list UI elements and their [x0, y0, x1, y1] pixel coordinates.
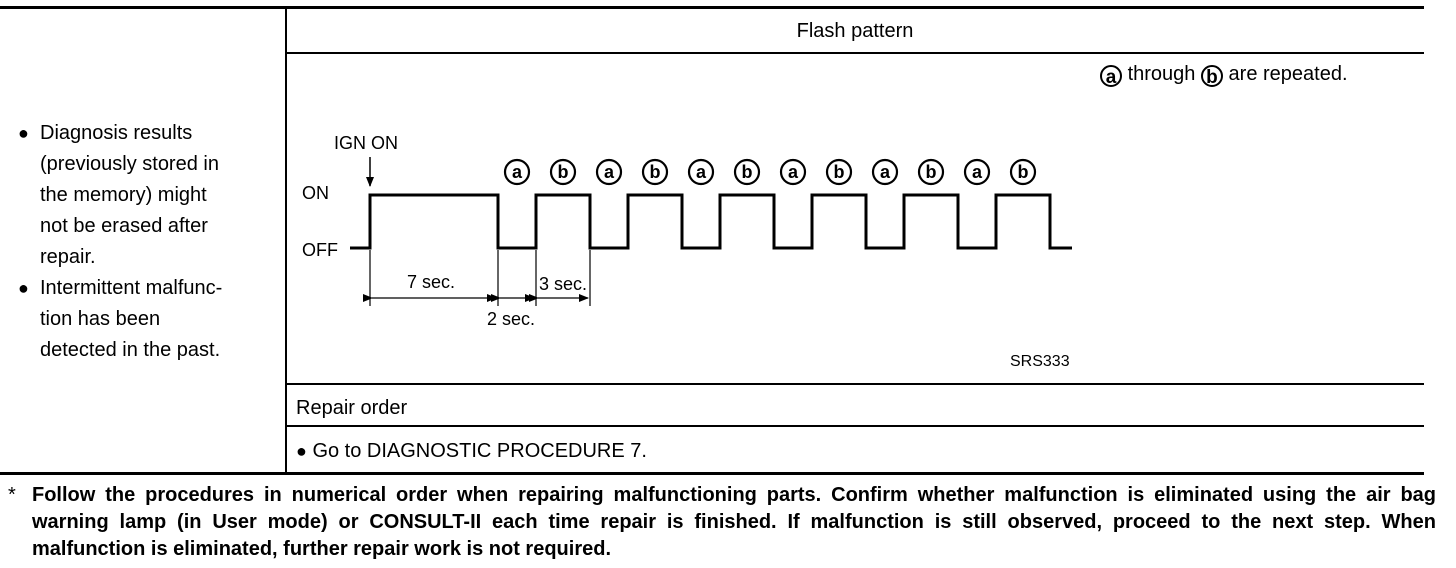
condition-list: ● Diagnosis results (previously stored i… [18, 118, 280, 366]
pulse-marker-b-icon: b [549, 158, 577, 186]
pulse-marker-a-icon: a [595, 158, 623, 186]
off-level-label: OFF [302, 240, 338, 260]
condition-text: Diagnosis results (previously stored in … [40, 122, 219, 268]
repeat-note: a through b are repeated. [1100, 59, 1348, 90]
on-level-label: ON [302, 183, 329, 203]
pulse-marker-a-icon: a [871, 158, 899, 186]
condition-item: ● Diagnosis results (previously stored i… [18, 118, 280, 273]
condition-item: ● Intermittent malfunc- tion has been de… [18, 273, 280, 366]
svg-text:b: b [742, 162, 753, 182]
svg-text:a: a [696, 162, 707, 182]
bullet-icon: ● [296, 441, 307, 461]
column-divider [285, 8, 287, 474]
flash-pattern-header: Flash pattern [796, 20, 914, 42]
repeat-tail: are repeated. [1228, 63, 1348, 85]
pulse-marker-a-icon: a [779, 158, 807, 186]
header-divider [286, 52, 1424, 54]
duration-off-label: 2 sec. [487, 309, 535, 329]
pulse-marker-b-icon: b [641, 158, 669, 186]
diagram-divider [286, 383, 1424, 385]
flash-waveform [350, 193, 1072, 250]
svg-text:b: b [650, 162, 661, 182]
pulse-marker-a-icon: a [503, 158, 531, 186]
pulse-marker-b-icon: b [825, 158, 853, 186]
duration-on-label: 3 sec. [539, 274, 587, 294]
svg-text:b: b [1018, 162, 1029, 182]
bullet-icon: ● [18, 278, 29, 298]
svg-text:a: a [604, 162, 615, 182]
pulse-marker-b-icon: b [917, 158, 945, 186]
marker-b-icon: b [1200, 65, 1223, 88]
svg-text:b: b [558, 162, 569, 182]
bullet-icon: ● [18, 123, 29, 143]
footnote-marker: * [8, 484, 16, 506]
duration-initial-label: 7 sec. [407, 272, 455, 292]
svg-text:a: a [972, 162, 983, 182]
marker-a-icon: a [1100, 65, 1122, 88]
table-top-border [0, 6, 1424, 9]
svg-text:b: b [926, 162, 937, 182]
svg-text:a: a [788, 162, 799, 182]
pulse-marker-a-icon: a [963, 158, 991, 186]
repair-instruction: ● Go to DIAGNOSTIC PROCEDURE 7. [296, 436, 647, 467]
figure-id: SRS333 [1010, 353, 1070, 370]
svg-text:b: b [834, 162, 845, 182]
pulse-marker-b-icon: b [733, 158, 761, 186]
repeat-connector: through [1127, 63, 1196, 85]
condition-text: Intermittent malfunc- tion has been dete… [40, 277, 223, 361]
pulse-marker-b-icon: b [1009, 158, 1037, 186]
repair-divider [286, 425, 1424, 427]
repair-instruction-text: Go to DIAGNOSTIC PROCEDURE 7. [312, 440, 647, 462]
table-bottom-border [0, 472, 1424, 475]
svg-text:a: a [512, 162, 523, 182]
pulse-marker-a-icon: a [687, 158, 715, 186]
footnote-text: Follow the procedures in numerical order… [32, 484, 1436, 560]
repair-order-header: Repair order [296, 397, 408, 419]
ign-on-label: IGN ON [334, 133, 398, 153]
svg-text:a: a [880, 162, 891, 182]
